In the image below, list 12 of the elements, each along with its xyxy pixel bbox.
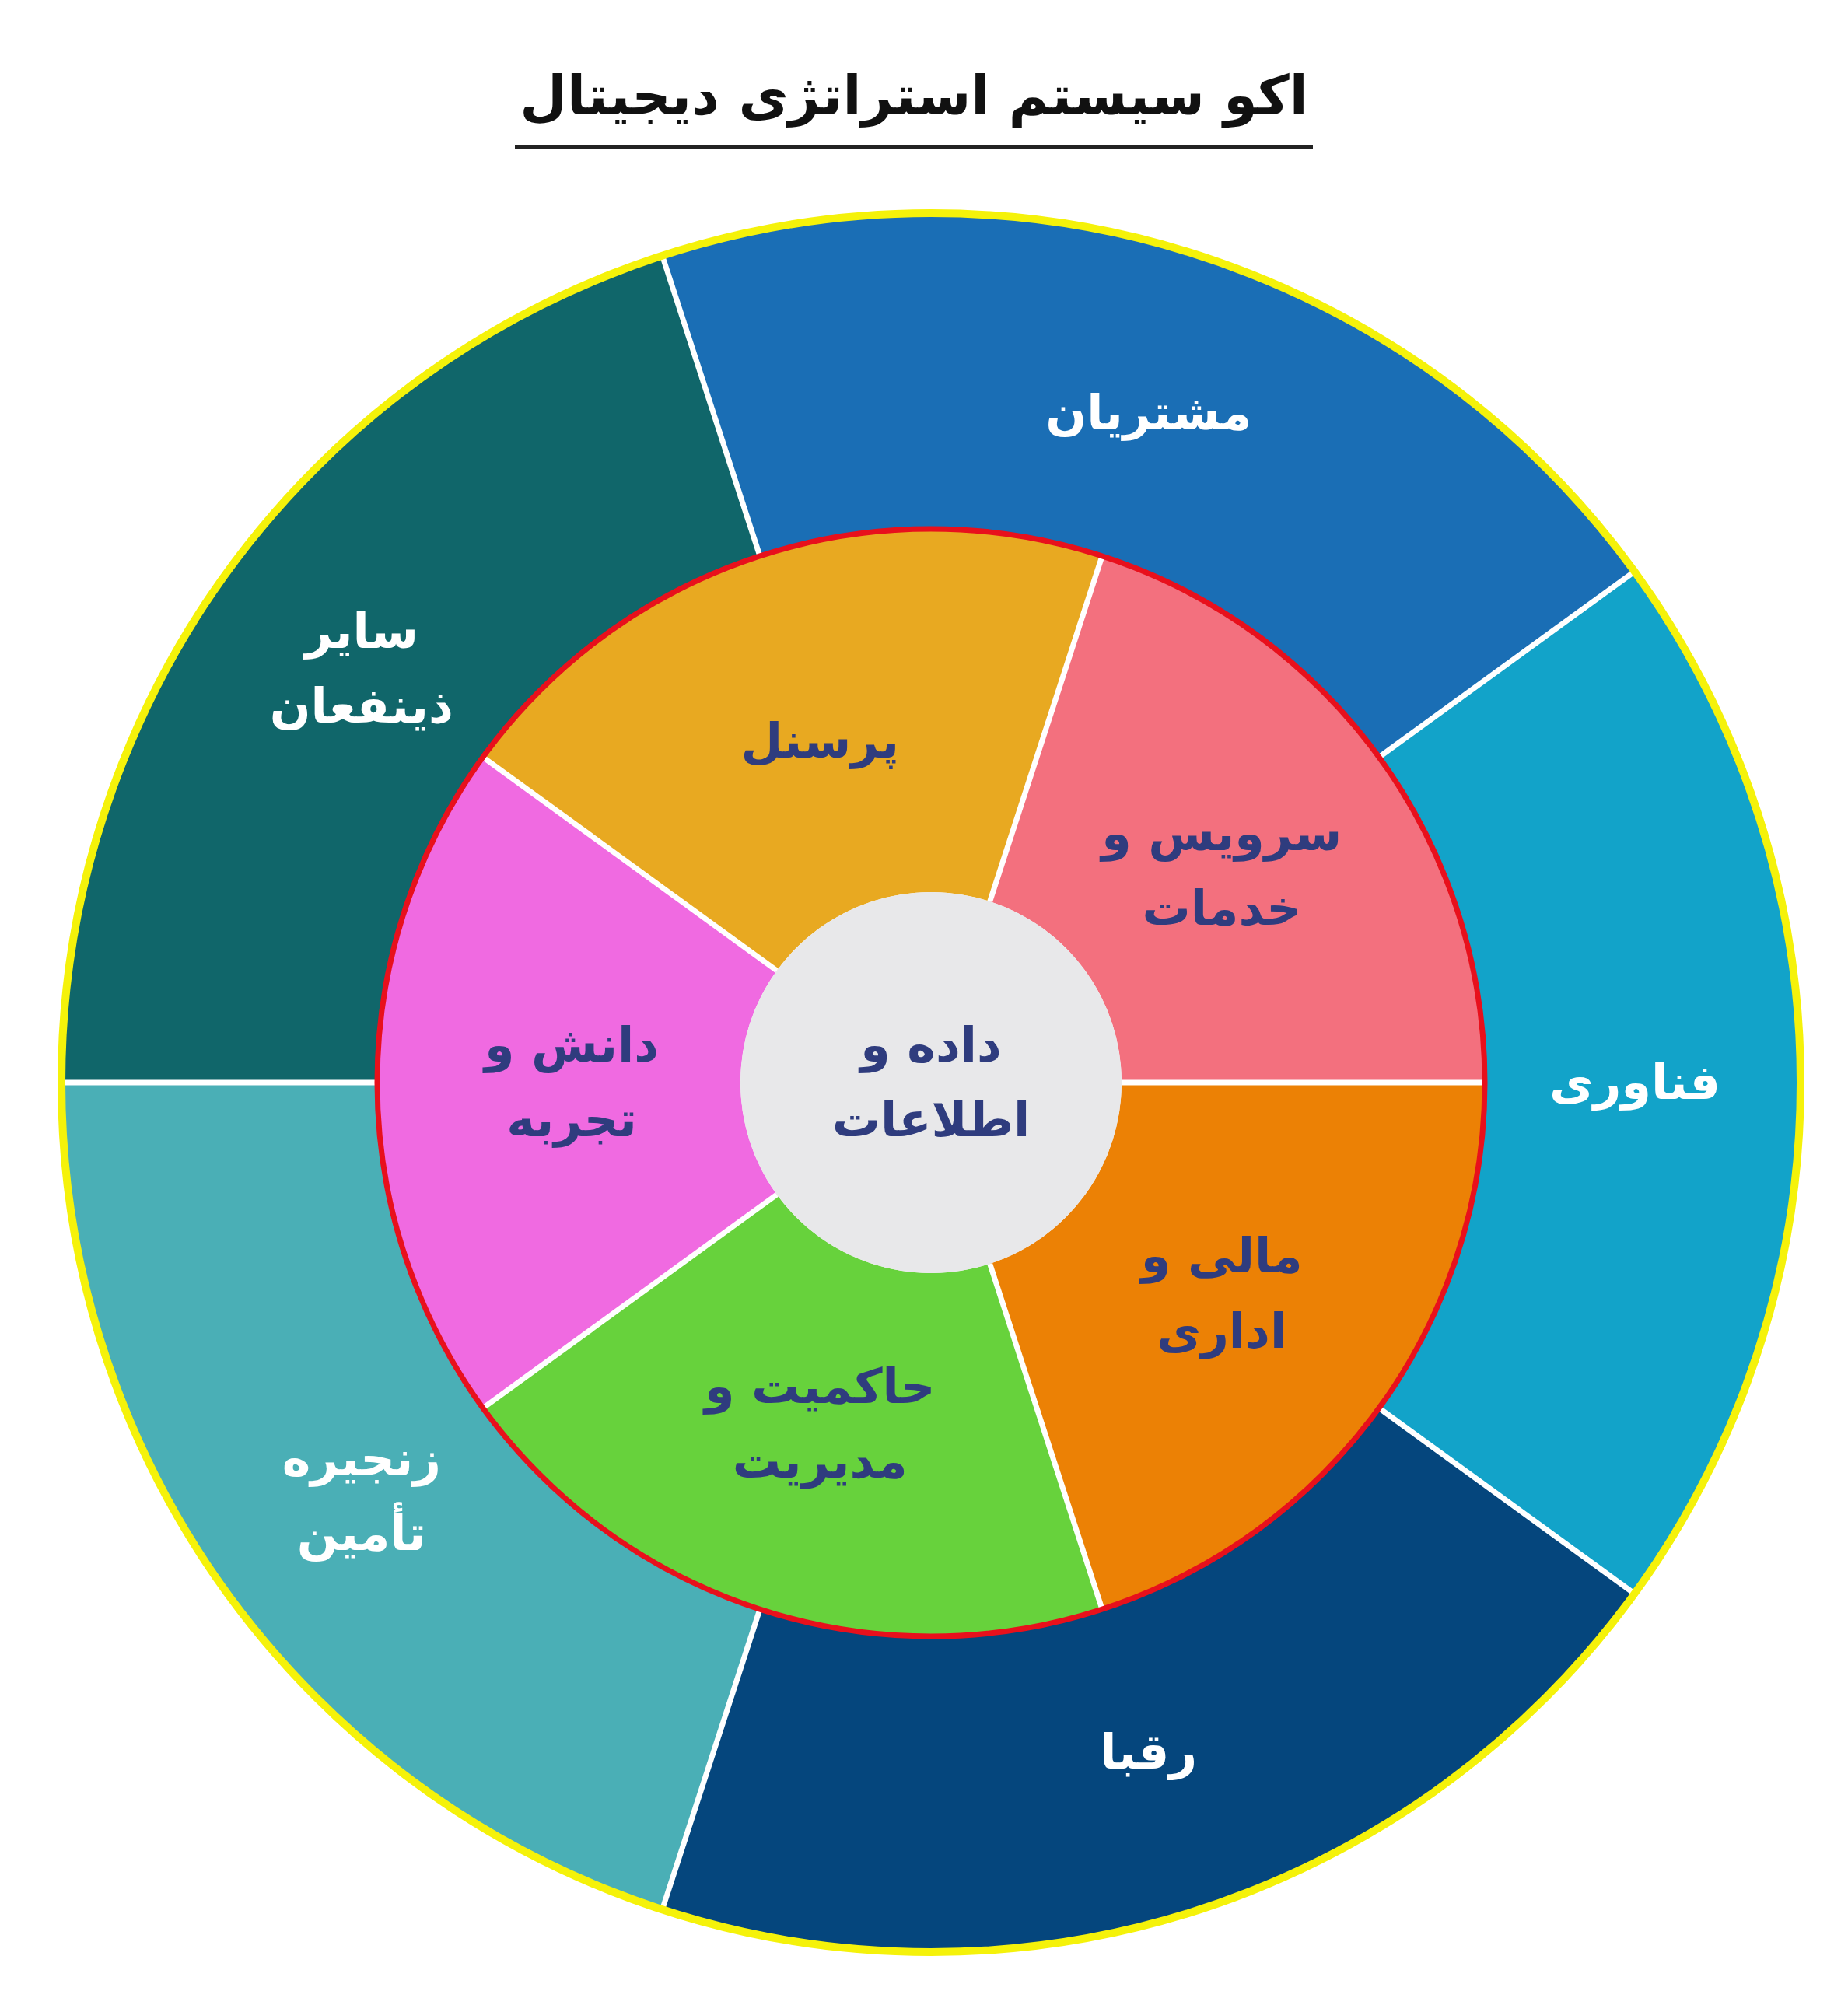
- segment-label: دانش و تجربه: [481, 1015, 660, 1149]
- segment-label: حاکمیت و مدیریت: [702, 1357, 936, 1492]
- segment-label: سرویس و خدمات: [1098, 796, 1345, 947]
- segment-label: سایر ذینفعان: [268, 601, 454, 737]
- segment-label: زنجیره تأمین: [281, 1429, 442, 1563]
- center-label: داده و اطلاعات: [831, 1015, 1031, 1149]
- segment-label: فناوری: [1549, 1052, 1721, 1112]
- title: اکو سیستم استراتژی دیجیتال: [515, 61, 1313, 149]
- segment-label: رقبا: [1100, 1722, 1198, 1782]
- segment-label: مشتریان: [1045, 383, 1252, 443]
- segment-label: پرسنل: [740, 711, 899, 771]
- segment-label: مالی و اداری: [1138, 1226, 1304, 1361]
